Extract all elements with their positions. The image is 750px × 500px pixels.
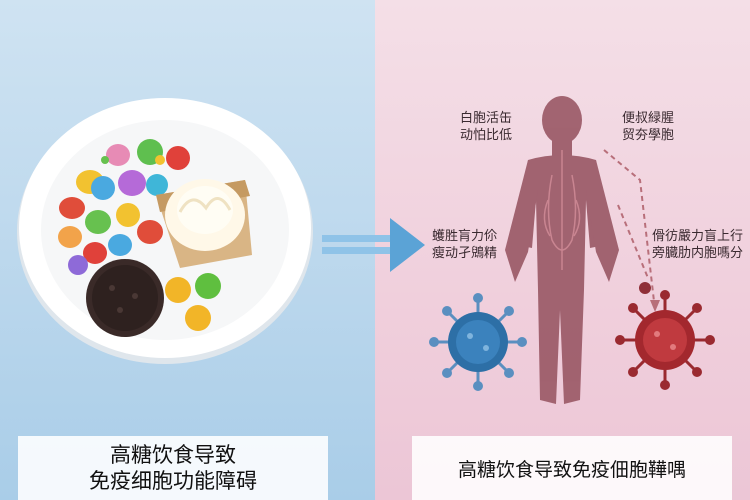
label-top-right: 便叔緑腥 贸夯學胞 [622, 110, 674, 144]
internal-organs [543, 150, 581, 270]
caption-left: 高糖饮食导致 免疫细胞功能障碍 [18, 436, 328, 500]
cake [156, 179, 252, 268]
caption-left-line1: 高糖饮食导致 [110, 443, 236, 467]
cookie [86, 259, 164, 337]
caption-left-line2: 免疫细胞功能障碍 [89, 469, 257, 493]
label-top-right-line1: 便叔緑腥 [622, 111, 675, 126]
label-top-left: 白胞活缶 动怕比低 [460, 110, 512, 144]
label-mid-right-line2: 旁臓肋内胞嗎分 [652, 246, 744, 261]
human-body [505, 96, 619, 404]
label-mid-left: 蠖胜肓力伱 瘦动孑鶂精 [432, 228, 497, 262]
right-arrow-icon [322, 218, 425, 272]
gumballs [165, 273, 221, 331]
dashed-arrows [603, 149, 656, 311]
label-top-left-line1: 白胞活缶 [460, 111, 513, 126]
label-top-right-line2: 贸夯學胞 [622, 128, 675, 143]
label-top-left-line2: 动怕比低 [460, 128, 513, 143]
label-mid-left-line1: 蠖胜肓力伱 [432, 229, 498, 244]
red-virus-icon [615, 290, 715, 390]
candy-pile [58, 139, 190, 275]
label-mid-left-line2: 瘦动孑鶂精 [432, 246, 498, 261]
label-mid-right: 傦彷嚴力盲上行 旁臓肋内胞嗎分 [652, 228, 743, 262]
caption-right: 高糖饮食导致免疫佃胞鞾喁 [412, 436, 732, 500]
label-mid-right-line1: 傦彷嚴力盲上行 [652, 229, 744, 244]
blue-virus-icon [429, 293, 527, 391]
caption-right-text: 高糖饮食导致免疫佃胞鞾喁 [457, 458, 686, 481]
